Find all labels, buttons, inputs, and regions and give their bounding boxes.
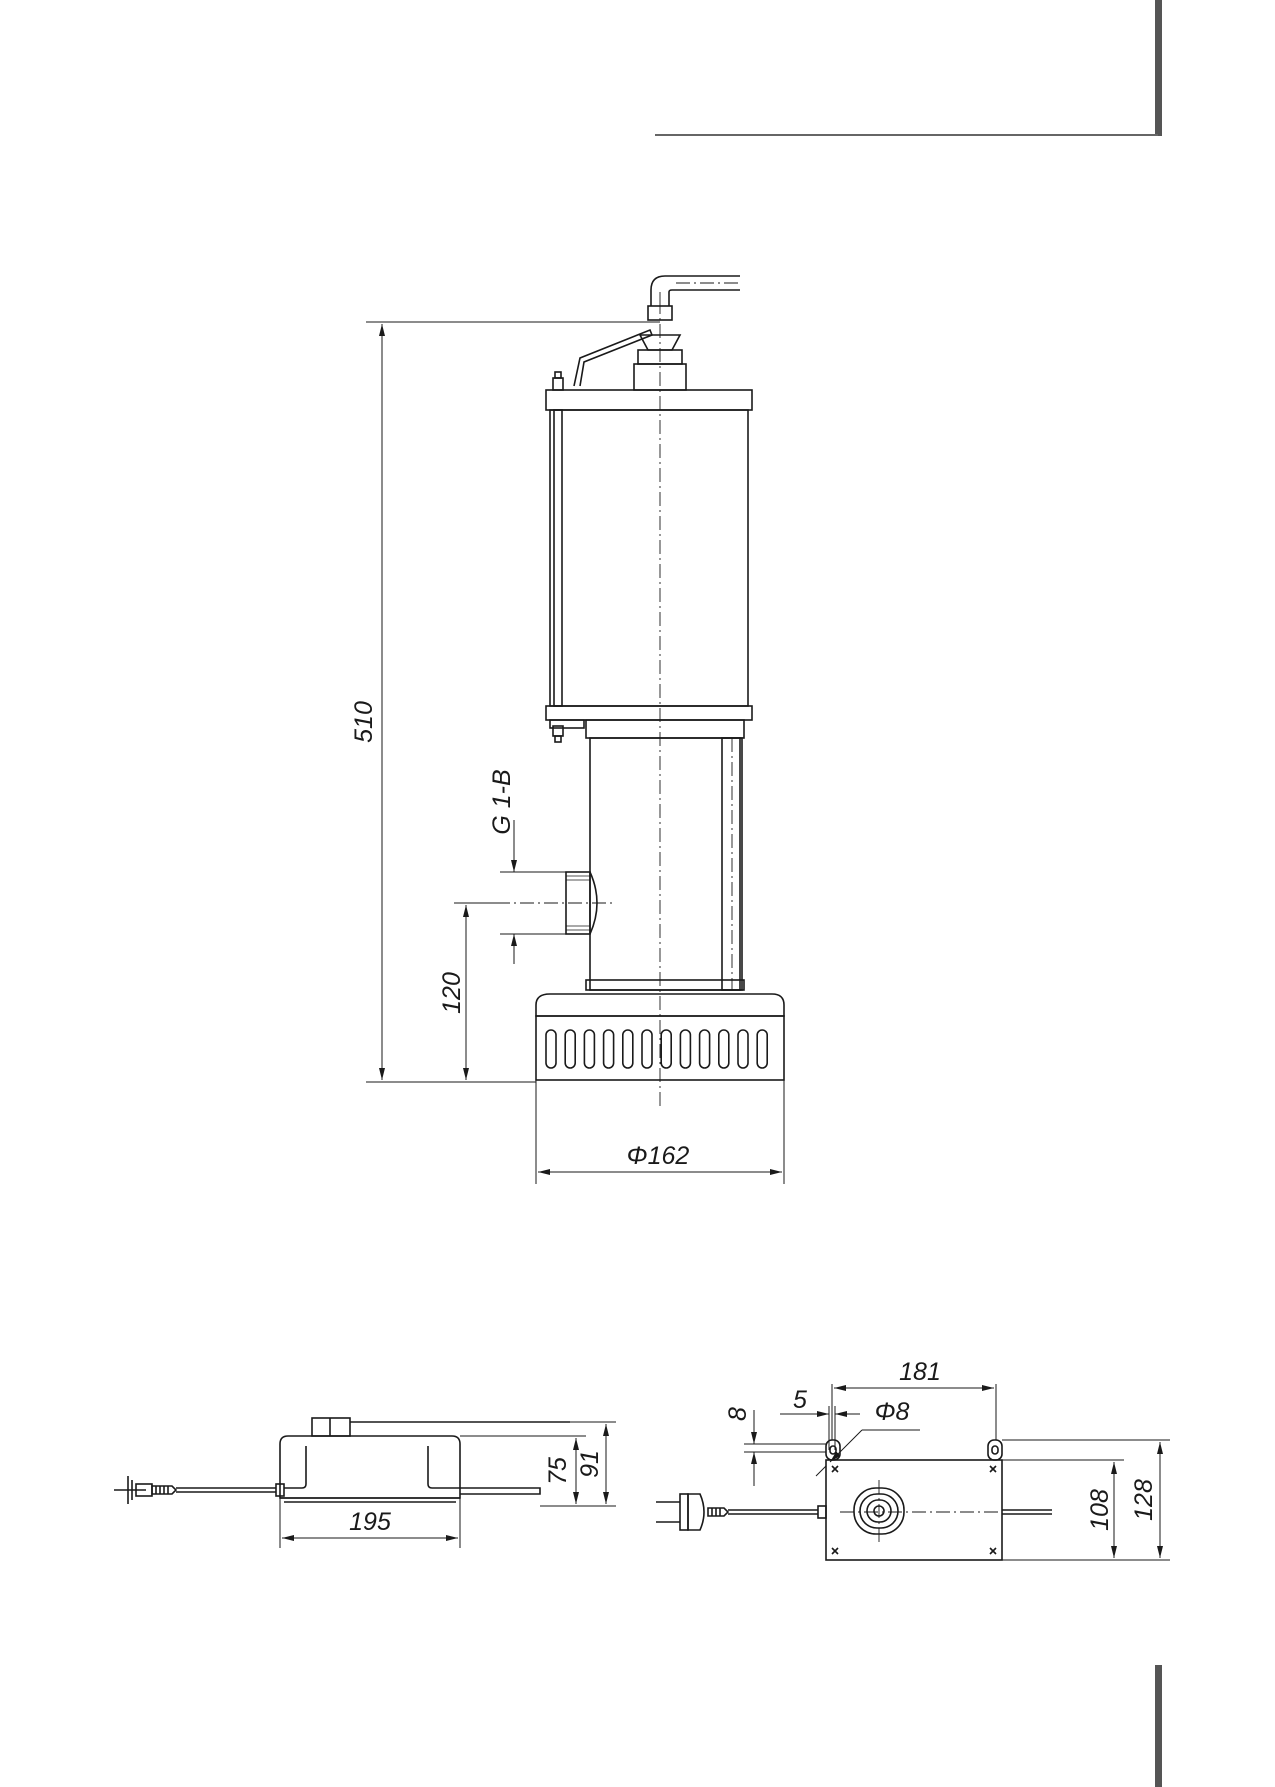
switch-width-label: 195 <box>349 1508 391 1536</box>
mount-width-label: 181 <box>899 1358 941 1386</box>
strainer-slot <box>756 1029 769 1069</box>
strainer-slot <box>679 1029 692 1069</box>
outlet-nozzle <box>496 871 612 935</box>
switch-height-outer-label: 91 <box>576 1450 604 1478</box>
strainer-slot <box>583 1029 596 1069</box>
strainer-slot <box>660 1029 673 1069</box>
height-label: 510 <box>350 701 378 743</box>
strainer-slots <box>545 1029 769 1069</box>
float-switch-side-view: 195 75 91 <box>114 1417 616 1548</box>
strainer-slot <box>545 1029 557 1069</box>
switch-box-top <box>825 1459 1003 1561</box>
outlet-thread-label: G 1-B <box>488 769 516 834</box>
hole-diameter-label: Φ8 <box>875 1398 910 1426</box>
slot-width-label: 8 <box>724 1407 752 1421</box>
strainer-slot <box>641 1029 653 1069</box>
power-cable <box>650 275 740 306</box>
strainer-slot <box>602 1029 615 1069</box>
switch-height-inner-label: 75 <box>544 1457 572 1485</box>
strainer-slot <box>564 1029 577 1069</box>
bottom-right-frame-bar <box>1155 1665 1162 1787</box>
slot-offset-label: 5 <box>793 1386 807 1414</box>
motor-top-cap <box>545 389 753 411</box>
pump-front-view: 510 G 1-B 120 Φ162 <box>350 275 785 1184</box>
box-depth-outer-label: 128 <box>1130 1479 1158 1521</box>
strainer-slot <box>737 1029 749 1069</box>
page-frame <box>655 0 1162 1787</box>
float-switch-top-view: 181 8 5 Φ8 108 128 <box>656 1358 1170 1561</box>
corner-screws <box>831 1465 997 1555</box>
pump-body <box>589 737 741 991</box>
motor-housing <box>549 409 749 707</box>
strainer-slot <box>717 1029 730 1069</box>
base-diameter-label: Φ162 <box>627 1142 690 1170</box>
strainer-slot <box>698 1029 711 1069</box>
box-depth-inner-label: 108 <box>1086 1489 1114 1531</box>
strainer-slot <box>621 1029 634 1069</box>
top-right-frame-bar <box>1155 0 1162 136</box>
base-flange <box>535 993 785 1017</box>
outlet-height-label: 120 <box>438 972 466 1014</box>
